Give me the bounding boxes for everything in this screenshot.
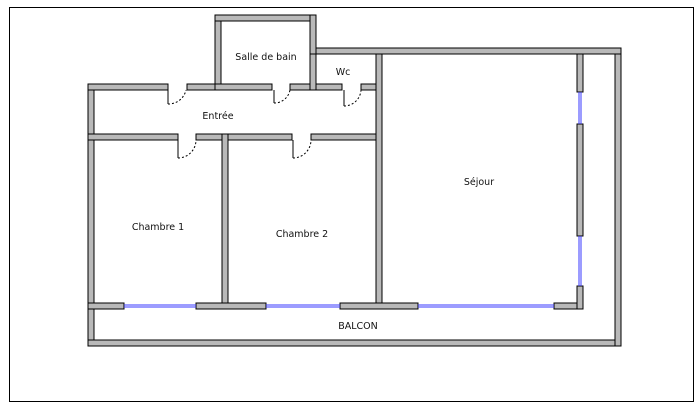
wall-right [614,47,622,347]
wall-sejour-right-c [576,285,584,310]
door-bath-arc [273,89,291,104]
door-chambre2-arc [292,139,312,159]
wall-bottom [87,339,622,347]
wall-hall-a [87,133,179,141]
label-balcon: BALCON [338,321,378,332]
wall-hall-b [195,133,293,141]
door-entree-arc [167,89,187,105]
door-chambre1-arc [177,139,197,159]
wall-balcon-a [87,302,125,310]
label-chambre-2: Chambre 2 [276,229,328,240]
label-chambre-1: Chambre 1 [132,222,184,233]
door-wc-arc [343,89,362,107]
wall-sejour-left [375,53,383,310]
wall-bath-right [309,14,317,55]
wall-wc-left [309,53,317,91]
wall-bath-top [214,14,317,22]
walls [87,14,622,347]
label-wc: Wc [336,67,351,78]
label-entree: Entrée [202,111,233,122]
doors [167,89,362,159]
wall-sejour-right-a [576,53,584,93]
label-sejour: Séjour [464,177,494,188]
wall-sejour-right-b [576,123,584,237]
wall-chambre-divider [221,133,229,310]
wall-bath-bottom-a [214,83,273,91]
wall-bath-left [214,14,222,91]
label-salle-de-bain: Salle de bain [235,52,296,63]
page-border [9,7,694,402]
wall-hall-c [310,133,383,141]
wall-top-right [312,47,622,55]
wall-top-left [87,83,169,91]
wall-top-mid [186,83,216,91]
wall-balcon-c [339,302,419,310]
windows [124,92,582,308]
wall-balcon-b [195,302,267,310]
